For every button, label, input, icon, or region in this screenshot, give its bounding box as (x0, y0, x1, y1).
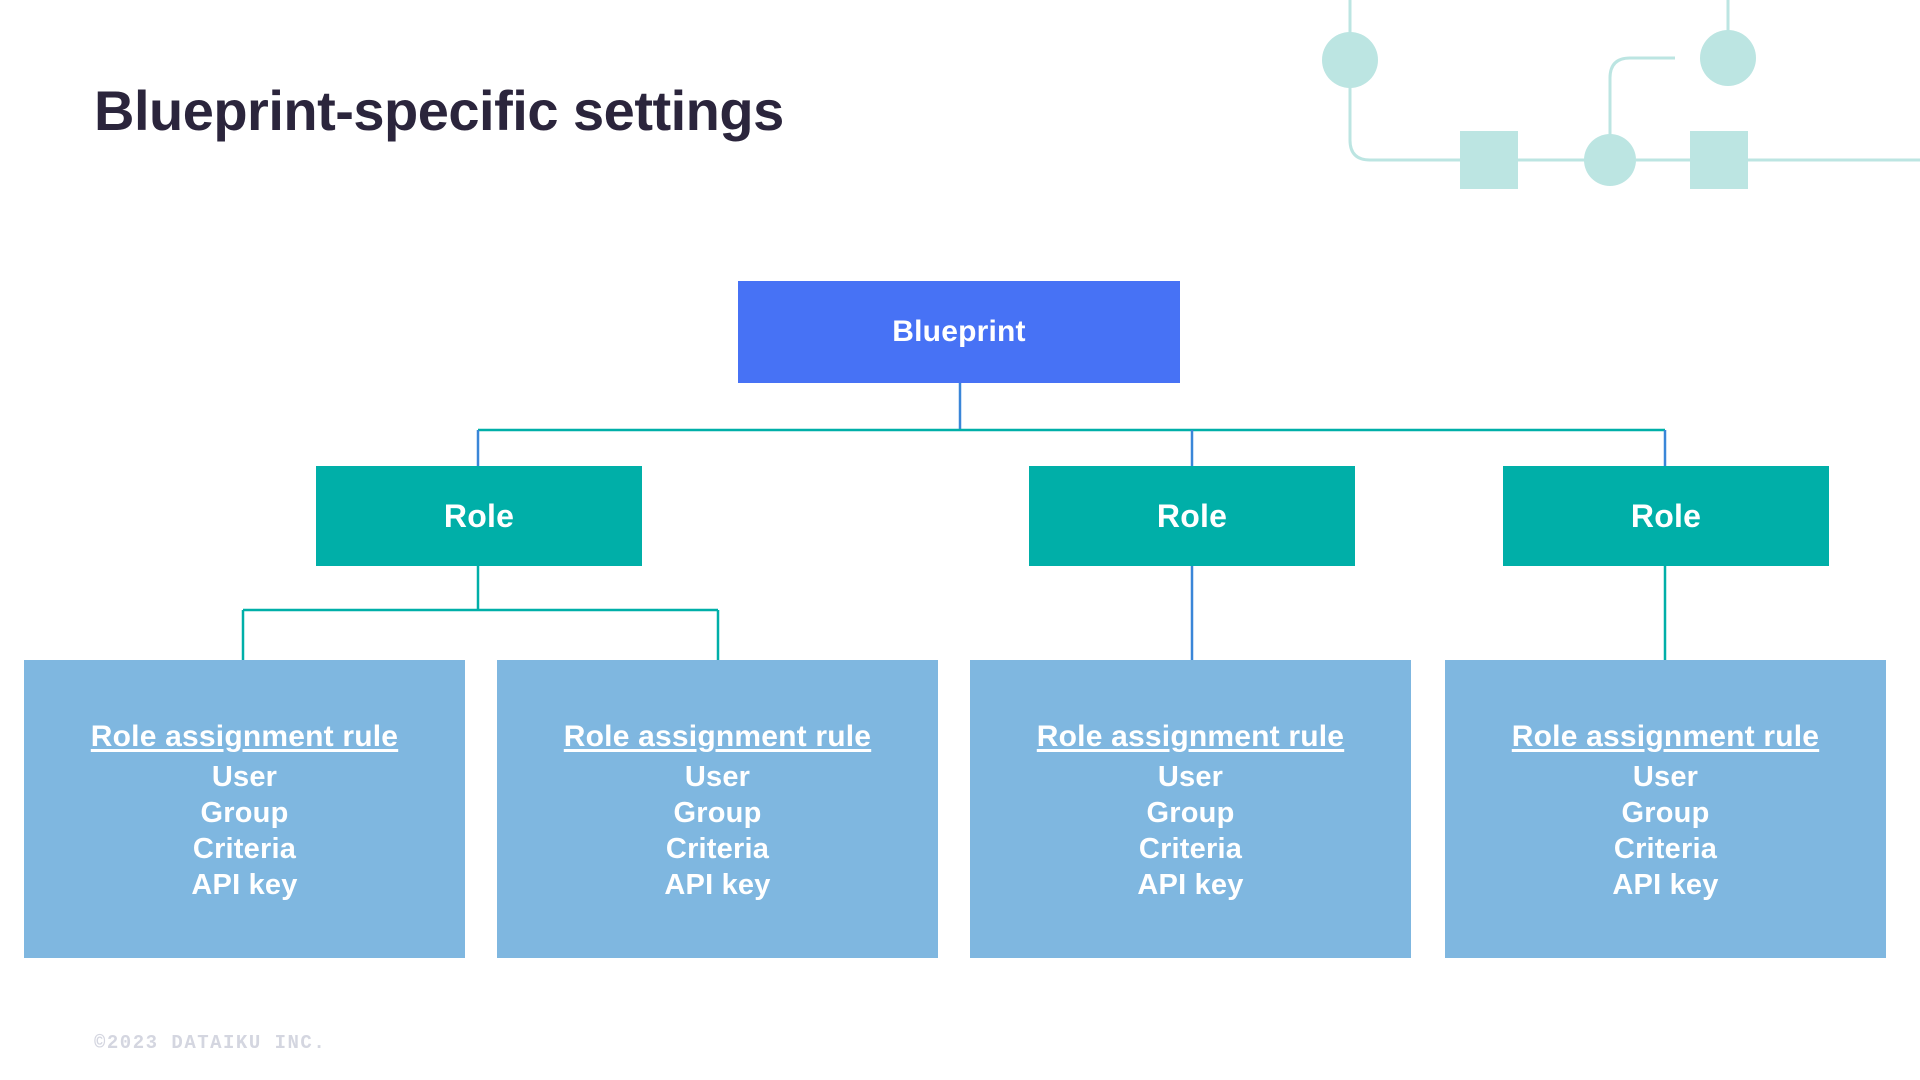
node-rule-4-item-api-key: API key (1612, 868, 1719, 901)
node-rule-1-item-group: Group (200, 797, 289, 830)
node-rule-4-title: Role assignment rule (1511, 720, 1820, 754)
node-rule-2-item-criteria: Criteria (665, 833, 770, 865)
node-rule-3-item-group: Group (1146, 797, 1235, 830)
node-rule-1[interactable]: Role assignment rule User Group Criteria… (24, 660, 465, 958)
node-rule-3-item-api-key: API key (1137, 868, 1244, 901)
node-rule-4-item-criteria: Criteria (1613, 833, 1718, 865)
node-rule-1-item-api-key: API key (191, 868, 298, 901)
node-rule-4-item-group: Group (1621, 797, 1710, 830)
node-rule-4[interactable]: Role assignment rule User Group Criteria… (1445, 660, 1886, 958)
node-rule-1-title: Role assignment rule (90, 720, 399, 754)
node-role-2-label: Role (1156, 497, 1228, 534)
node-rule-3-title: Role assignment rule (1036, 720, 1345, 754)
copyright-footer: ©2023 DATAIKU INC. (94, 1032, 327, 1054)
node-rule-2[interactable]: Role assignment rule User Group Criteria… (497, 660, 938, 958)
node-role-3-label: Role (1630, 497, 1702, 534)
node-rule-2-title: Role assignment rule (563, 720, 872, 754)
node-blueprint-label: Blueprint (892, 315, 1026, 348)
node-rule-4-item-user: User (1632, 761, 1699, 794)
node-role-1-label: Role (443, 497, 515, 534)
node-rule-2-item-api-key: API key (664, 868, 771, 901)
node-role-2[interactable]: Role (1029, 466, 1355, 566)
node-rule-2-item-group: Group (673, 797, 762, 830)
node-rule-1-item-criteria: Criteria (192, 833, 297, 865)
node-rule-2-item-user: User (684, 761, 751, 794)
node-rule-3[interactable]: Role assignment rule User Group Criteria… (970, 660, 1411, 958)
node-rule-3-item-user: User (1157, 761, 1224, 794)
node-role-1[interactable]: Role (316, 466, 642, 566)
node-rule-3-item-criteria: Criteria (1138, 833, 1243, 865)
node-rule-1-item-user: User (211, 761, 278, 794)
node-blueprint[interactable]: Blueprint (738, 281, 1180, 383)
node-role-3[interactable]: Role (1503, 466, 1829, 566)
page-title: Blueprint-specific settings (94, 79, 784, 142)
